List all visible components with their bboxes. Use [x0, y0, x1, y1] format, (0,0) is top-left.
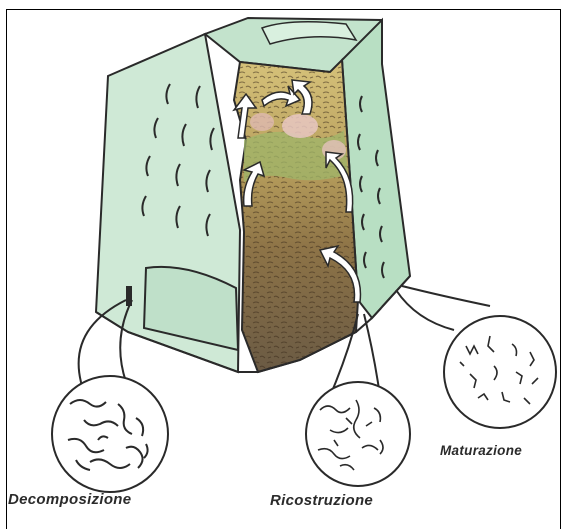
- composter-illustration: [0, 0, 567, 516]
- label-ricostruzione: Ricostruzione: [270, 492, 373, 509]
- magnifier-maturazione: [396, 286, 556, 428]
- label-decomposizione: Decomposizione: [8, 491, 131, 508]
- label-maturazione: Maturazione: [440, 443, 522, 458]
